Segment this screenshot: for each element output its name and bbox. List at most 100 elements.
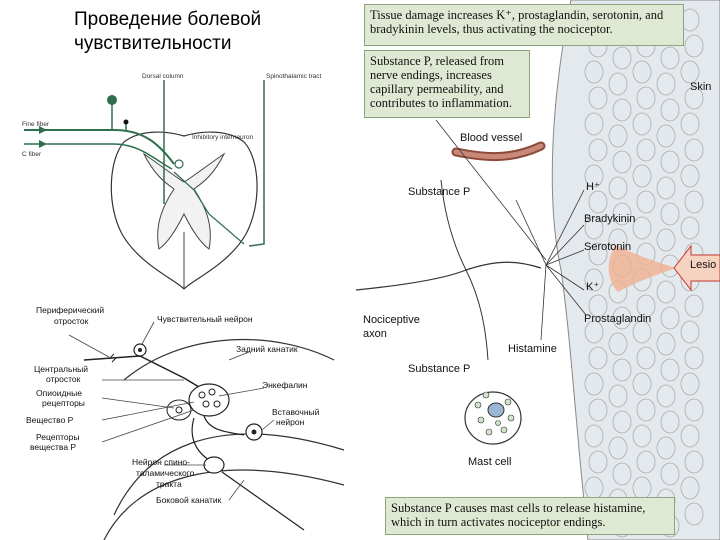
label-skin: Skin xyxy=(690,81,711,93)
lesion-area xyxy=(608,245,676,292)
label-k-plus: K⁺ xyxy=(586,281,599,293)
skin-cell xyxy=(632,372,652,396)
label-nociceptive-2: axon xyxy=(363,328,387,340)
skin-cell xyxy=(636,86,656,110)
label-histamine: Histamine xyxy=(508,343,557,355)
caption-mast-cells: Substance P causes mast cells to release… xyxy=(385,497,675,535)
nociceptive-axon xyxy=(356,261,542,291)
skin-cell xyxy=(656,72,676,96)
label-spinothalamic-neuron-1: Нейрон спино- xyxy=(132,457,190,467)
skin-cell xyxy=(632,60,652,84)
label-lateral-horn: Боковой канатик xyxy=(156,495,222,505)
label-prostaglandin: Prostaglandin xyxy=(584,313,651,325)
label-enkephalin: Энкефалин xyxy=(262,380,308,390)
label-sp-receptors-2: вещества P xyxy=(30,442,76,452)
ganglion-cell xyxy=(107,95,117,105)
skin-cell xyxy=(608,384,628,408)
skin-cell xyxy=(656,124,676,148)
skin-cell xyxy=(584,112,604,136)
skin-cell xyxy=(684,34,704,58)
lesion-arrow xyxy=(673,244,720,292)
skin-cell xyxy=(584,424,604,448)
label-substance-p-2: Substance P xyxy=(408,363,470,375)
skin-cell xyxy=(588,294,608,318)
label-substance-p-1: Substance P xyxy=(408,186,470,198)
skin-cell xyxy=(660,306,680,330)
skin-cell xyxy=(660,46,680,70)
label-central-process-1: Центральный xyxy=(34,364,88,374)
skin-cell xyxy=(584,372,604,396)
skin-cell xyxy=(608,176,628,200)
label-dorsal-column: Dorsal column xyxy=(142,73,184,80)
skin-cell xyxy=(660,98,680,122)
label-sensory-neuron: Чувствительный нейрон xyxy=(157,314,253,324)
skin-cell xyxy=(584,60,604,84)
label-spinothalamic-neuron-2: таламического xyxy=(136,468,195,478)
skin-cell xyxy=(612,306,632,330)
skin-cell xyxy=(684,138,704,162)
label-lesion: Lesio xyxy=(690,259,716,271)
skin-cell xyxy=(588,398,608,422)
label-nociceptive-1: Nociceptive xyxy=(363,314,420,326)
skin-cell xyxy=(632,112,652,136)
label-opioid-receptors-2: рецепторы xyxy=(42,398,85,408)
skin-cell xyxy=(612,46,632,70)
skin-cell xyxy=(584,216,604,240)
synapse-diagram: Периферический отросток Чувствительный н… xyxy=(26,305,345,540)
skin-cell xyxy=(656,176,676,200)
label-peripheral-process-2: отросток xyxy=(54,316,89,326)
skin-cell xyxy=(636,138,656,162)
skin-cell xyxy=(660,410,680,434)
label-spinothalamic-tract: Spinothalamic tract xyxy=(266,73,321,80)
skin-cell xyxy=(612,98,632,122)
label-opioid-receptors-1: Опиоидные xyxy=(36,388,82,398)
skin-cell xyxy=(612,358,632,382)
slide-title: Проведение болевой чувствительности xyxy=(74,9,262,54)
skin-cell xyxy=(684,86,704,110)
label-spinothalamic-neuron-3: тракта xyxy=(156,479,182,489)
skin-cell xyxy=(636,398,656,422)
dorsal-horn-arc xyxy=(123,338,335,381)
skin-cell xyxy=(632,164,652,188)
label-peripheral-process-1: Периферический xyxy=(36,305,104,315)
skin-cell xyxy=(584,268,604,292)
skin-cell xyxy=(612,410,632,434)
skin-cell xyxy=(656,332,676,356)
skin-cell xyxy=(660,358,680,382)
skin-cell xyxy=(660,202,680,226)
spinal-cord-diagram: Dorsal column Spinothalamic tract Fine f… xyxy=(22,73,321,290)
skin-cell xyxy=(680,424,700,448)
skin-cell xyxy=(656,228,676,252)
skin-cell xyxy=(612,462,632,486)
skin-cell xyxy=(684,346,704,370)
skin-cell xyxy=(636,294,656,318)
skin-cell xyxy=(612,150,632,174)
skin-cell xyxy=(656,280,676,304)
skin-cell xyxy=(656,436,676,460)
label-inhibitory-interneuron: Inhibitory interneuron xyxy=(192,134,253,141)
skin-cell xyxy=(588,242,608,266)
skin-cell xyxy=(632,216,652,240)
label-mast-cell: Mast cell xyxy=(468,456,511,468)
label-serotonin: Serotonin xyxy=(584,241,631,253)
label-intercalary-neuron-1: Вставочный xyxy=(272,407,320,417)
skin-cell xyxy=(588,346,608,370)
label-bradykinin: Bradykinin xyxy=(584,213,635,225)
caption-tissue-damage: Tissue damage increases K⁺, prostaglandi… xyxy=(364,4,684,46)
synaptic-terminal xyxy=(188,383,230,417)
skin-cell xyxy=(680,476,700,500)
label-substance-p-ru: Вещество P xyxy=(26,415,74,425)
label-sp-receptors-1: Рецепторы xyxy=(36,432,80,442)
skin-cell xyxy=(636,346,656,370)
skin-cell xyxy=(608,72,628,96)
caption-substance-p: Substance P, released from nerve endings… xyxy=(364,50,530,118)
skin-cell xyxy=(680,372,700,396)
skin-cell xyxy=(588,450,608,474)
skin-cell xyxy=(684,190,704,214)
label-dorsal-horn: Задний канатик xyxy=(236,344,298,354)
skin-cell xyxy=(684,502,704,526)
skin-cell xyxy=(588,190,608,214)
skin-cell xyxy=(680,164,700,188)
skin-cell xyxy=(684,398,704,422)
skin-cell xyxy=(660,462,680,486)
